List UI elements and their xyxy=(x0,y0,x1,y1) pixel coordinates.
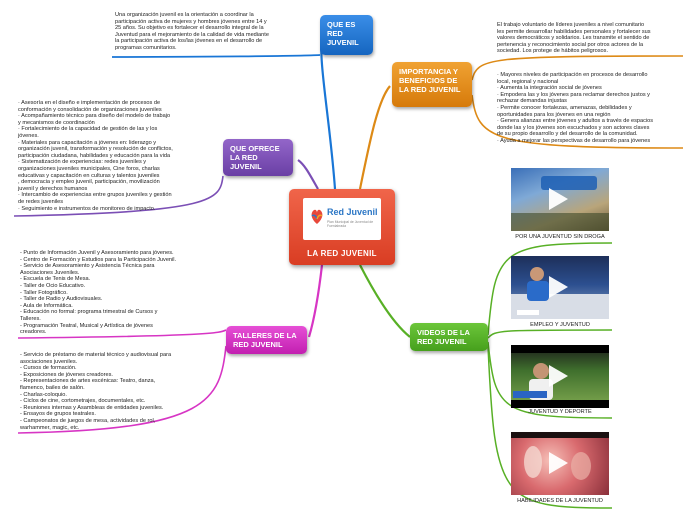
central-topic-title: LA RED JUVENIL xyxy=(307,249,377,258)
red-juvenil-logo-mark xyxy=(311,209,323,224)
video-caption: POR UNA JUVENTUD SIN DROGA xyxy=(515,234,605,240)
thumbnail-banner xyxy=(511,176,609,231)
underline-video-4 xyxy=(487,345,613,509)
video-caption: HABILIDADES DE LA JUVENTUD xyxy=(517,498,603,504)
play-icon[interactable] xyxy=(549,188,568,210)
video-thumbnail[interactable] xyxy=(511,168,609,231)
node-videos-label: VIDEOS DE LA RED JUVENIL xyxy=(417,328,470,346)
link-que-ofrece xyxy=(297,159,319,190)
link-que-es xyxy=(320,33,337,190)
red-juvenil-logo: Red Juvenil Plan Municipal de Juventud d… xyxy=(303,198,381,240)
underline-video-2 xyxy=(487,329,613,339)
video-thumbnail[interactable] xyxy=(511,432,609,495)
node-que-es-label: QUE ES RED JUVENIL xyxy=(327,20,359,47)
node-videos[interactable]: VIDEOS DE LA RED JUVENIL xyxy=(410,323,488,351)
underline-talleres-1 xyxy=(17,329,227,339)
play-icon[interactable] xyxy=(549,365,568,387)
text-que-es: Una organización juvenil es la orientaci… xyxy=(115,12,269,51)
central-topic[interactable]: Red Juvenil Plan Municipal de Juventud d… xyxy=(289,189,395,265)
node-talleres[interactable]: TALLERES DE LA RED JUVENIL xyxy=(226,326,307,354)
underline-importancia-1 xyxy=(471,55,684,81)
node-que-ofrece[interactable]: QUE OFRECE LA RED JUVENIL xyxy=(223,139,293,176)
thumbnail-scene xyxy=(511,345,609,408)
node-importancia-label: IMPORTANCIA Y BENEFICIOS DE LA RED JUVEN… xyxy=(399,67,461,94)
underline-video-1 xyxy=(487,242,613,336)
play-icon[interactable] xyxy=(549,276,568,298)
video-thumbnail[interactable] xyxy=(511,345,609,408)
thumbnail-scene xyxy=(511,432,609,480)
text-importancia-2: · Mayores niveles de participación en pr… xyxy=(497,72,654,144)
node-talleres-label: TALLERES DE LA RED JUVENIL xyxy=(233,331,297,349)
text-que-ofrece: · Asesoría en el diseño e implementación… xyxy=(18,100,173,212)
node-que-ofrece-label: QUE OFRECE LA RED JUVENIL xyxy=(230,144,280,171)
text-importancia-1: El trabajo voluntario de líderes juvenil… xyxy=(497,22,651,55)
play-icon[interactable] xyxy=(549,452,568,474)
underline-talleres-2 xyxy=(17,345,227,434)
video-thumbnail[interactable] xyxy=(511,256,609,319)
text-talleres-1: - Punto de Información Juvenil y Asesora… xyxy=(20,250,177,336)
link-talleres xyxy=(307,264,324,338)
logo-name: Red Juvenil xyxy=(327,207,378,217)
link-importancia xyxy=(358,85,391,190)
text-talleres-2: - Servicio de préstamo de material técni… xyxy=(20,352,172,431)
node-importancia[interactable]: IMPORTANCIA Y BENEFICIOS DE LA RED JUVEN… xyxy=(392,62,472,107)
video-caption: JUVENTUD Y DEPORTE xyxy=(528,409,592,415)
link-videos xyxy=(359,264,411,338)
thumbnail-scene xyxy=(511,267,609,319)
logo-tagline: Plan Municipal de Juventud de Fuenlabrad… xyxy=(327,220,374,228)
underline-que-es xyxy=(111,54,321,58)
underline-importancia-2 xyxy=(471,94,684,149)
underline-que-ofrece xyxy=(13,175,224,217)
node-que-es[interactable]: QUE ES RED JUVENIL xyxy=(320,15,373,55)
underline-video-3 xyxy=(487,341,613,419)
video-caption: EMPLEO Y JUVENTUD xyxy=(530,322,590,328)
